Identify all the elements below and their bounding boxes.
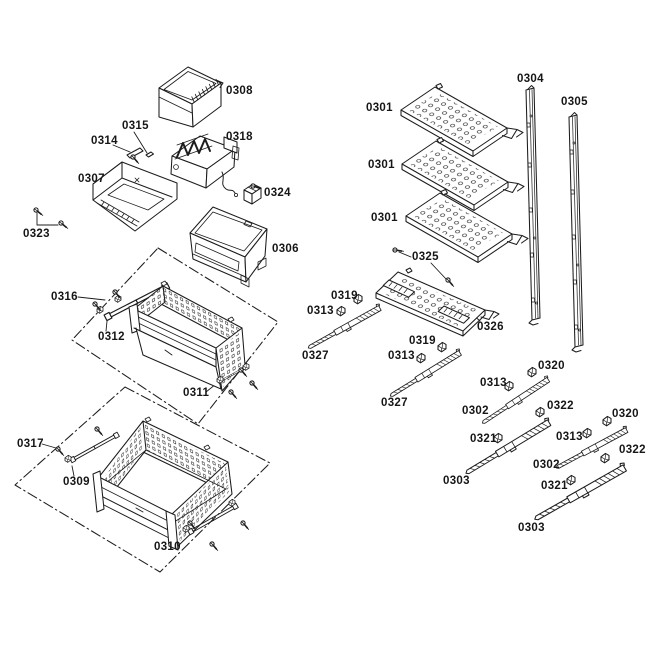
part-0313-clip-3 (504, 380, 514, 392)
screw-0323-a (33, 207, 44, 217)
part-0302-slide-rail-1 (479, 374, 553, 428)
part-0303-slide-rail-2 (531, 461, 630, 525)
screw (248, 379, 260, 391)
part-0327-slide-rail-2 (387, 347, 465, 401)
part-0324-bracket (243, 183, 262, 205)
part-0321-clip-2 (566, 474, 576, 486)
zone-outline-0317 (14, 386, 271, 573)
part-0309-rail (69, 431, 120, 464)
part-0306-container (189, 206, 268, 288)
screw (227, 388, 239, 400)
screw (54, 445, 66, 457)
part-0319-clip-2 (437, 341, 447, 353)
part-0319-clip-1 (353, 293, 363, 305)
part-0307-support-tray (92, 161, 178, 232)
part-0320-clip-1 (527, 366, 537, 378)
part-0313-clip-1 (336, 305, 346, 317)
screw-0325-b (444, 276, 456, 288)
part-0310-basket (92, 416, 233, 551)
screw (208, 540, 220, 552)
part-0302-slide-rail-2 (553, 424, 631, 473)
part-0322-clip-1 (535, 406, 545, 418)
part-0308-ice-bin (158, 66, 224, 128)
screw (129, 153, 141, 165)
part-0313-clip-4 (582, 427, 592, 439)
part-0301-shelf-2 (401, 136, 525, 212)
part-0321-clip-1 (493, 432, 503, 444)
screw (93, 425, 105, 437)
part-0315-clip (145, 151, 155, 158)
part-0326-shelf (375, 267, 500, 337)
part-0320-clip-2 (602, 415, 612, 427)
part-0322-clip-2 (600, 452, 610, 464)
screw (239, 519, 251, 531)
part-0304-rail (525, 84, 541, 326)
part-0301-shelf-1 (400, 82, 524, 158)
part-0318-ice-maker (170, 133, 240, 197)
part-0311-basket (128, 280, 246, 392)
mount-bracket (64, 454, 72, 463)
part-0313-clip-2 (416, 352, 426, 364)
screw-0325-a (391, 243, 405, 257)
screw-0323-b (58, 220, 69, 230)
part-0305-rail (568, 111, 584, 353)
part-0303-slide-rail-1 (462, 416, 554, 479)
